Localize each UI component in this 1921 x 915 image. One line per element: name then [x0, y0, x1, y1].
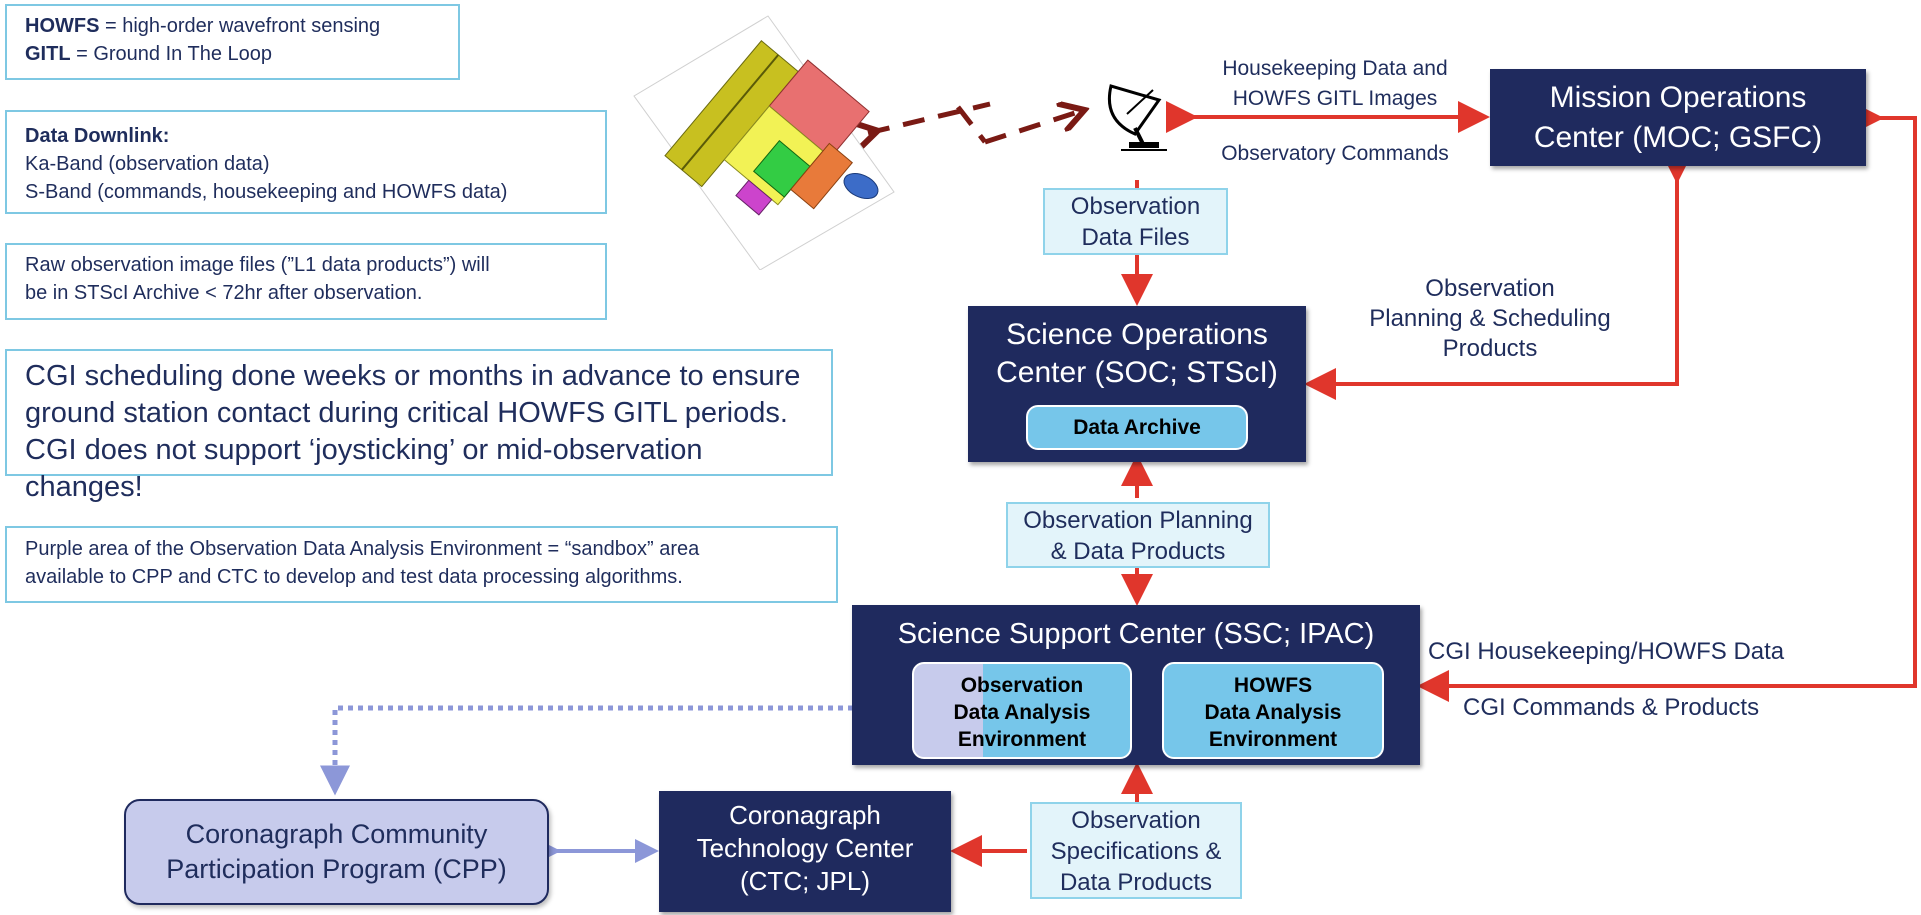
cpp-line-2: Participation Program (CPP): [166, 854, 507, 884]
howfs-env-line-1: HOWFS: [1233, 674, 1313, 697]
obs-env-line-2: Data Analysis: [953, 701, 1091, 724]
moc-line-2: Center (MOC; GSFC): [1533, 121, 1823, 154]
ssc-title: Science Support Center (SSC; IPAC): [897, 618, 1375, 650]
obs-specs-line-2: Specifications &: [1050, 838, 1222, 865]
soc-line-2: Center (SOC; STScI): [996, 356, 1278, 389]
housekeeping-label: Housekeeping Data and HOWFS GITL Images: [1180, 54, 1490, 114]
housekeeping-label-line-1: Housekeeping Data and: [1222, 57, 1448, 80]
downlink-title: Data Downlink:: [25, 125, 170, 147]
ctc-line-1: Coronagraph: [729, 800, 881, 830]
planning-label-line-1: Observation: [1425, 275, 1555, 302]
sandbox-note: Purple area of the Observation Data Anal…: [5, 526, 838, 603]
observation-data-files-box: Observation Data Files: [1043, 188, 1228, 255]
obs-planning-line-1: Observation Planning: [1023, 507, 1253, 534]
obs-files-line-2: Data Files: [1081, 224, 1190, 251]
observation-planning-box: Observation Planning & Data Products: [1006, 502, 1270, 568]
obs-env-line-1: Observation: [960, 674, 1084, 697]
cpp-line-1: Coronagraph Community: [185, 819, 488, 849]
howfs-data-analysis-environment: HOWFS Data Analysis Environment: [1162, 662, 1384, 759]
satellite-dish-icon: [1101, 78, 1171, 158]
gitl-definition: = Ground In The Loop: [70, 43, 272, 65]
howfs-term: HOWFS: [25, 15, 100, 37]
soc-line-1: Science Operations: [1006, 318, 1268, 351]
scheduling-line-2: ground station contact during critical H…: [25, 397, 788, 429]
howfs-definition: = high-order wavefront sensing: [99, 15, 381, 37]
howfs-env-line-2: Data Analysis: [1204, 701, 1342, 724]
downlink-ka-band: Ka-Band (observation data): [25, 153, 270, 175]
soc-node: Science Operations Center (SOC; STScI) D…: [968, 306, 1306, 462]
obs-files-line-1: Observation: [1070, 193, 1201, 220]
sandbox-line-1: Purple area of the Observation Data Anal…: [25, 538, 700, 560]
downlink-note: Data Downlink: Ka-Band (observation data…: [5, 110, 607, 214]
scheduling-line-1: CGI scheduling done weeks or months in a…: [25, 360, 801, 392]
scheduling-note: CGI scheduling done weeks or months in a…: [5, 349, 833, 503]
observatory-commands-label: Observatory Commands: [1221, 142, 1449, 165]
housekeeping-label-line-2: HOWFS GITL Images: [1232, 87, 1438, 110]
observation-specifications-box: Observation Specifications & Data Produc…: [1030, 802, 1242, 899]
planning-label-line-2: Planning & Scheduling: [1369, 305, 1611, 332]
moc-node: Mission Operations Center (MOC; GSFC): [1490, 69, 1866, 166]
cgi-commands-label: CGI Commands & Products: [1463, 694, 1760, 721]
archive-line-1: Raw observation image files (”L1 data pr…: [25, 254, 490, 276]
spacecraft-icon: [628, 10, 898, 270]
ctc-line-3: (CTC; JPL): [740, 866, 870, 896]
howfs-env-line-3: Environment: [1208, 728, 1338, 751]
planning-label-line-3: Products: [1442, 335, 1538, 362]
gitl-term: GITL: [25, 43, 71, 65]
obs-env-line-3: Environment: [957, 728, 1087, 751]
downlink-s-band: S-Band (commands, housekeeping and HOWFS…: [25, 181, 508, 203]
moc-ssc-arrow: [1417, 102, 1917, 702]
ctc-node: Coronagraph Technology Center (CTC; JPL): [659, 791, 951, 912]
sandbox-dotted-arrow: [320, 693, 926, 796]
glossary-note: HOWFS = high-order wavefront sensing GIT…: [5, 4, 460, 80]
scheduling-line-3: CGI does not support ‘joysticking’ or mi…: [25, 434, 703, 503]
obs-specs-line-3: Data Products: [1059, 869, 1213, 896]
ssc-node: Science Support Center (SSC; IPAC) Obser…: [852, 605, 1420, 765]
downlink-dashed-arrow: [868, 104, 1075, 142]
cgi-housekeeping-label: CGI Housekeeping/HOWFS Data: [1428, 638, 1785, 665]
observation-data-analysis-environment: Observation Data Analysis Environment: [912, 662, 1132, 759]
ctc-line-2: Technology Center: [696, 833, 914, 863]
archive-line-2: be in STScI Archive < 72hr after observa…: [25, 282, 423, 304]
obs-specs-line-1: Observation: [1071, 807, 1201, 834]
data-archive-box: Data Archive: [1026, 405, 1248, 450]
cpp-node: Coronagraph Community Participation Prog…: [124, 799, 549, 905]
moc-line-1: Mission Operations: [1549, 81, 1807, 114]
obs-planning-line-2: & Data Products: [1050, 538, 1226, 565]
archive-note: Raw observation image files (”L1 data pr…: [5, 243, 607, 320]
sandbox-line-2: available to CPP and CTC to develop and …: [25, 566, 683, 588]
planning-products-label: Observation Planning & Scheduling Produc…: [1340, 274, 1640, 364]
